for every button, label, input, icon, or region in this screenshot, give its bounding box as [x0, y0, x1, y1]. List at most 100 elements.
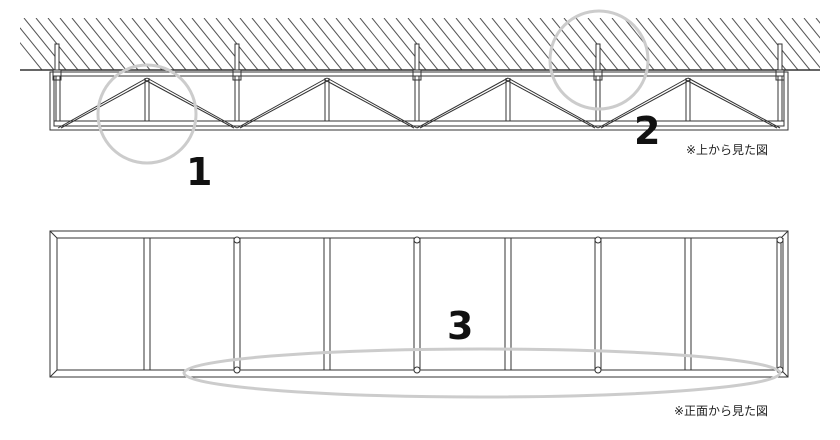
truss-diagonal [419, 79, 511, 129]
hatch-line [179, 18, 223, 70]
truss-diagonal [687, 77, 781, 129]
hatch-line [359, 18, 403, 70]
front-bolt [233, 236, 241, 244]
truss-diagonal [57, 77, 148, 129]
front-bolt [776, 236, 784, 244]
hatch-line [23, 18, 67, 70]
hatch-line [587, 18, 631, 70]
truss-diagonal [60, 79, 150, 129]
bolt-clamp [593, 69, 603, 81]
front-bolt [233, 366, 241, 374]
front-bolt [413, 236, 421, 244]
hanging-bolt [234, 43, 240, 71]
truss-diagonal [685, 79, 778, 129]
truss-diagonal [507, 77, 599, 129]
front-bolts [233, 236, 784, 374]
hatch-line [731, 18, 775, 70]
hatch-line [767, 18, 811, 70]
hatch-line [659, 18, 703, 70]
hatch-line [167, 18, 211, 70]
hatch-line [383, 18, 427, 70]
hatch-line [335, 18, 379, 70]
hatch-line [551, 18, 595, 70]
truss-diagonal [146, 77, 238, 129]
hatch-line [311, 18, 355, 70]
hatch-line [683, 18, 727, 70]
truss-diagonal [236, 77, 328, 129]
hatch-line [227, 18, 271, 70]
highlight-circle-1 [96, 63, 198, 165]
bolt-clamp [775, 69, 785, 81]
hatch-line [407, 18, 451, 70]
highlight-circle-2 [548, 9, 650, 111]
hatch-line [59, 18, 103, 70]
hanging-bolt [777, 43, 783, 71]
bolt-clamp [232, 69, 242, 81]
callout-number-1: 1 [186, 150, 212, 194]
hatch-line [119, 18, 163, 70]
hatch-line [251, 18, 295, 70]
hatch-line [431, 18, 475, 70]
hatch-line [455, 18, 499, 70]
hatch-line [287, 18, 331, 70]
hatch-line [371, 18, 415, 70]
hatch-line [791, 18, 820, 54]
ceiling-hatch [20, 18, 840, 70]
truss-diagonal [416, 77, 509, 129]
hatch-line [131, 18, 175, 70]
hatch-line [20, 27, 55, 70]
hatch-line [95, 18, 139, 70]
hatch-line [815, 18, 820, 24]
hatch-line [155, 18, 199, 70]
hatch-line [707, 18, 751, 70]
bolt-clamp [412, 69, 422, 81]
top-view-note: ※上から見た図 [686, 143, 768, 157]
hatch-line [539, 18, 583, 70]
front-bolt [594, 366, 602, 374]
highlight-ellipse-3 [182, 347, 782, 399]
truss-diagonal [597, 77, 689, 129]
hatch-line [479, 18, 523, 70]
hatch-line [503, 18, 547, 70]
front-bolt [594, 236, 602, 244]
truss-diagonal [505, 79, 596, 129]
hanging-bolt [54, 43, 60, 71]
hatch-line [203, 18, 247, 70]
hatch-line [143, 18, 187, 70]
hatch-line [191, 18, 235, 70]
hanging-bolts [52, 43, 785, 81]
hatch-line [71, 18, 115, 70]
hatch-line [323, 18, 367, 70]
hatch-line [263, 18, 307, 70]
truss-diagonal [239, 79, 330, 129]
hanging-bolt [414, 43, 420, 71]
hanging-bolt [595, 43, 601, 71]
truss-diagonal [326, 77, 418, 129]
hatch-line [803, 18, 820, 39]
hatch-line [239, 18, 283, 70]
truss-diagonal [144, 79, 235, 129]
hatch-line [275, 18, 319, 70]
hatch-line [779, 18, 820, 69]
hatch-line [828, 18, 840, 70]
hatch-line [347, 18, 391, 70]
hatch-line [719, 18, 763, 70]
hatch-line [443, 18, 487, 70]
hatch-line [635, 18, 679, 70]
hatch-line [107, 18, 151, 70]
hatch-line [695, 18, 739, 70]
hatch-line [419, 18, 463, 70]
truss-diagonal [600, 79, 691, 129]
front-view-note: ※正面から見た図 [674, 404, 768, 418]
hatch-line [671, 18, 715, 70]
hatch-line [755, 18, 799, 70]
hatch-line [47, 18, 91, 70]
hatch-line [83, 18, 127, 70]
hatch-line [491, 18, 535, 70]
hatch-line [299, 18, 343, 70]
hatch-line [467, 18, 511, 70]
truss-top-view [49, 71, 789, 131]
callout-number-3: 3 [447, 304, 473, 348]
front-bolt [413, 366, 421, 374]
